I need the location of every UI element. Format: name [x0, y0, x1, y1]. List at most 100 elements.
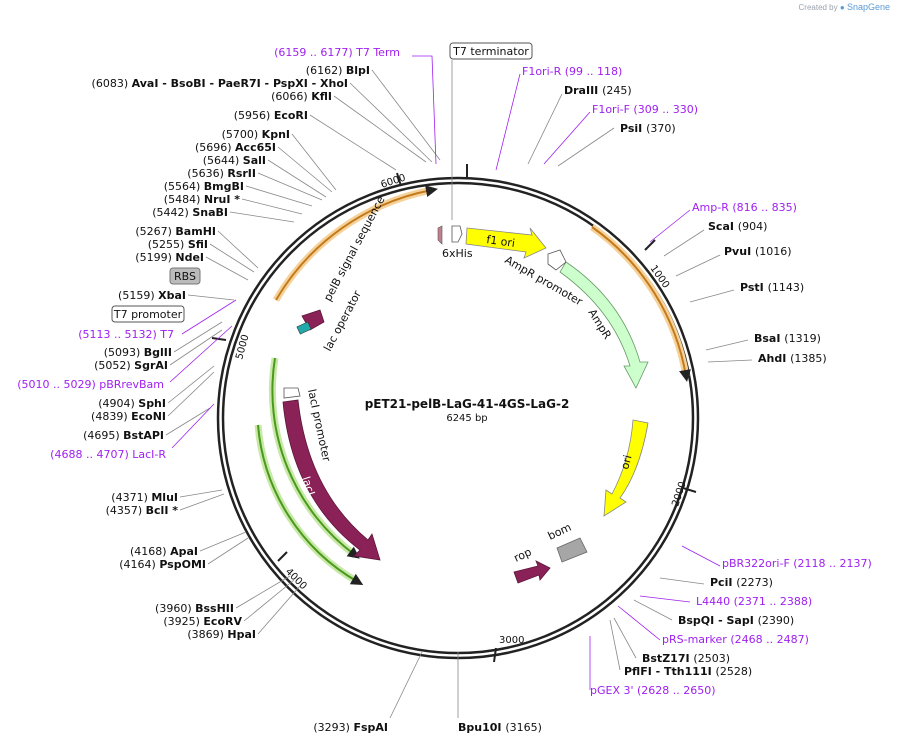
site-position: (5636): [187, 167, 227, 180]
site-position: (4168): [130, 545, 170, 558]
site-label-left: (5564) BmgBI: [164, 180, 244, 193]
laci-outer-arc-line: [271, 357, 360, 559]
right-site-labels: DraIII (245)PsiI (370)ScaI (904)PvuI (10…: [458, 84, 827, 734]
site-position: (3869): [187, 628, 227, 641]
site-enzyme: NruI *: [204, 193, 240, 206]
site-label-right: PflFI - Tth111I (2528): [624, 665, 752, 678]
his-tag-feature: [437, 225, 443, 245]
ori-feature: [603, 419, 649, 517]
site-label-left: (4168) ApaI: [130, 545, 198, 558]
left-site-labels: (6083) AvaI - BsoBI - PaeR7I - PspXI - X…: [83, 64, 388, 734]
bom-label: bom: [546, 521, 574, 543]
site-enzyme: PsiI: [620, 122, 646, 135]
ori-label: ori: [618, 454, 634, 471]
site-position: (2503): [693, 652, 730, 665]
site-label-right: PstI (1143): [740, 281, 804, 294]
laci-feature: [282, 399, 381, 561]
site-position: (5159): [118, 289, 158, 302]
laci-promoter-arrow: [283, 387, 301, 399]
rop-label: rop: [512, 545, 534, 564]
ampr-feature: [559, 261, 649, 389]
primer-label: F1ori-R (99 .. 118): [522, 65, 622, 78]
site-label-left: (4371) MluI: [111, 491, 178, 504]
laci-promoter-arc-line: [257, 424, 364, 585]
created-by-text: Created by: [798, 3, 838, 12]
primer-label: (5010 .. 5029) pBRrevBam: [17, 378, 164, 391]
site-label-left: (5636) RsrII: [187, 167, 256, 180]
t7-promoter-label: T7 promoter: [113, 308, 183, 321]
site-position: (6066): [271, 90, 311, 103]
snapgene-logo-icon: ●: [839, 3, 845, 12]
t7-terminator-label: T7 terminator: [452, 45, 529, 58]
site-position: (370): [646, 122, 676, 135]
site-enzyme: AvaI - BsoBI - PaeR7I - PspXI - XhoI: [132, 77, 348, 90]
site-enzyme: PspOMI: [159, 558, 206, 571]
site-position: (904): [738, 220, 768, 233]
site-label-left: (4695) BstAPI: [83, 429, 164, 442]
site-enzyme: Acc65I: [235, 141, 276, 154]
site-label-left: (5093) BglII: [104, 346, 172, 359]
ampr-promoter-arrow: [547, 249, 567, 271]
t7-terminator-box: [449, 42, 533, 60]
site-label-left: (3960) BssHII: [155, 602, 234, 615]
rbs-box: [169, 267, 201, 285]
site-enzyme: SfiI: [188, 238, 208, 251]
t7-promoter-box: [111, 305, 185, 323]
site-label-left: (3925) EcoRV: [163, 615, 242, 628]
site-enzyme: EcoRV: [203, 615, 242, 628]
site-enzyme: BsaI: [754, 332, 784, 345]
site-label-left: (5484) NruI *: [164, 193, 240, 206]
site-enzyme: PflFI - Tth111I: [624, 665, 716, 678]
primer-label: L4440 (2371 .. 2388): [696, 595, 812, 608]
site-label-left: (3869) HpaI: [187, 628, 256, 641]
site-enzyme: FspAI: [353, 721, 388, 734]
site-enzyme: SalI: [243, 154, 266, 167]
site-position: (3293): [313, 721, 353, 734]
site-label-left: (5696) Acc65I: [195, 141, 276, 154]
site-position: (5267): [135, 225, 175, 238]
site-position: (3960): [155, 602, 195, 615]
site-label-left: (6083) AvaI - BsoBI - PaeR7I - PspXI - X…: [92, 77, 348, 90]
site-label-right: PciI (2273): [710, 576, 773, 589]
site-label-right: BspQI - SapI (2390): [678, 614, 794, 627]
site-enzyme: BstZ17I: [642, 652, 693, 665]
site-enzyme: PstI: [740, 281, 768, 294]
site-label-left: (5267) BamHI: [135, 225, 216, 238]
site-label-left: (5159) XbaI: [118, 289, 186, 302]
site-position: (4164): [119, 558, 159, 571]
primer-label: Amp-R (816 .. 835): [692, 201, 797, 214]
primer-label: (5113 .. 5132) T7: [78, 328, 174, 341]
site-label-right: PsiI (370): [620, 122, 676, 135]
brand-name: SnapGene: [846, 2, 890, 12]
upper-left-arc-line: [275, 185, 438, 301]
site-label-left: (4839) EcoNI: [91, 410, 166, 423]
site-position: (2528): [716, 665, 753, 678]
site-enzyme: KpnI: [262, 128, 290, 141]
site-position: (1016): [755, 245, 792, 258]
site-position: (4904): [98, 397, 138, 410]
f1-ori-feature: [465, 227, 547, 259]
f1-ori-label: f1 ori: [486, 233, 516, 250]
t7-terminator-feature: [451, 225, 463, 243]
primer-label: pRS-marker (2468 .. 2487): [662, 633, 809, 646]
site-enzyme: PvuI: [724, 245, 755, 258]
tick-marks: [211, 164, 697, 663]
rop-feature: [513, 560, 551, 584]
site-enzyme: BglII: [144, 346, 172, 359]
site-label-right: BstZ17I (2503): [642, 652, 730, 665]
site-enzyme: SnaBI: [192, 206, 228, 219]
site-enzyme: HpaI: [227, 628, 256, 641]
amp-r-arc-line: [591, 226, 691, 382]
site-enzyme: BlpI: [346, 64, 370, 77]
site-enzyme: Bpu10I: [458, 721, 505, 734]
plasmid-length: 6245 bp: [446, 413, 487, 424]
primer-label: pBR322ori-F (2118 .. 2137): [722, 557, 872, 570]
site-position: (1385): [790, 352, 827, 365]
site-position: (5956): [234, 109, 274, 122]
site-position: (5442): [152, 206, 192, 219]
laci-label: lacI: [299, 475, 317, 497]
site-position: (4371): [111, 491, 151, 504]
primer-label: (4688 .. 4707) LacI-R: [50, 448, 166, 461]
site-enzyme: BstAPI: [123, 429, 164, 442]
rbs-label: RBS: [174, 270, 196, 283]
